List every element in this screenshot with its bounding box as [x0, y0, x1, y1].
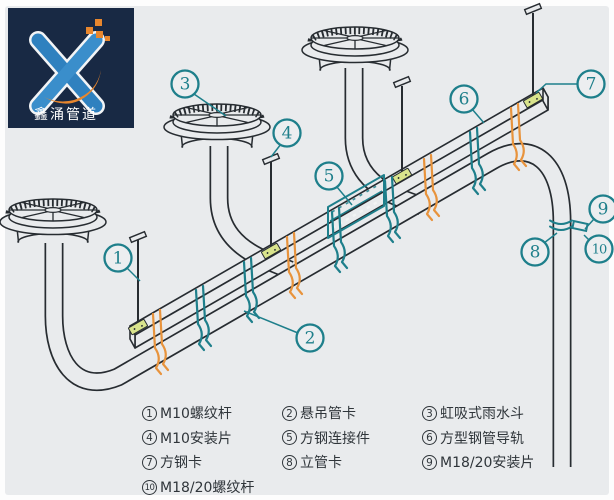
logo-pixel-blocks: [86, 19, 110, 41]
legend-label-6: 方型钢管导轨: [440, 430, 524, 447]
callout-6: 6: [449, 84, 485, 124]
callout-2: 2: [243, 310, 325, 353]
legend-num-7: 7: [142, 454, 157, 470]
riser-clamp: [549, 219, 589, 233]
callout-5-num: 5: [324, 167, 335, 187]
callout-10-num: 10: [592, 243, 607, 258]
callout-1: 1: [103, 243, 141, 282]
legend-label-1: M10螺纹杆: [160, 406, 232, 423]
callout-9-num: 9: [598, 200, 609, 220]
callout-6-num: 6: [459, 90, 470, 110]
logo-x-icon: [29, 19, 110, 115]
callouts: 1 2 3 4 5 6 7: [103, 69, 614, 353]
callout-7: 7: [535, 69, 606, 99]
pipe-clamps: [151, 102, 528, 376]
callout-4: 4: [270, 118, 302, 158]
legend-label-5: 方钢连接件: [300, 430, 370, 447]
callout-3: 3: [170, 69, 227, 117]
callout-2-num: 2: [305, 329, 316, 349]
legend-label-10: M18/20螺纹杆: [160, 480, 255, 497]
callout-1-num: 1: [113, 249, 124, 269]
callout-7-num: 7: [586, 75, 597, 95]
legend-num-2: 2: [282, 405, 297, 421]
logo-text: 鑫涌管道: [34, 106, 98, 123]
legend-num-8: 8: [282, 454, 297, 470]
callout-8-num: 8: [530, 243, 541, 263]
rod-mounting-plates: [128, 2, 543, 244]
callout-3-num: 3: [180, 75, 191, 95]
callout-8: 8: [520, 232, 558, 267]
legend-num-6: 6: [422, 430, 437, 446]
legend-num-9: 9: [422, 454, 437, 470]
legend-num-10: 10: [142, 479, 157, 495]
main-pipe: [44, 142, 572, 467]
callout-5: 5: [314, 161, 353, 206]
callout-4-num: 4: [282, 124, 293, 144]
callout-10: 10: [583, 234, 614, 264]
legend-label-7: 方钢卡: [160, 455, 202, 472]
diagram-background: [5, 6, 609, 495]
legend-label-9: M18/20安装片: [440, 455, 535, 472]
legend-num-5: 5: [282, 430, 297, 446]
logo: 鑫涌管道: [8, 8, 134, 128]
legend-label-2: 悬吊管卡: [300, 406, 356, 423]
rail-joint-clamps: [128, 91, 543, 336]
legend-label-4: M10安装片: [160, 430, 232, 447]
legend-num-4: 4: [142, 430, 157, 446]
threaded-rods: [137, 13, 534, 324]
callout-9: 9: [584, 194, 614, 230]
legend-num-1: 1: [142, 405, 157, 421]
legend-label-8: 立管卡: [300, 455, 342, 472]
legend-label-3: 虹吸式雨水斗: [440, 406, 524, 423]
logo-swoosh-icon: [44, 70, 101, 104]
legend-num-3: 3: [422, 405, 437, 421]
